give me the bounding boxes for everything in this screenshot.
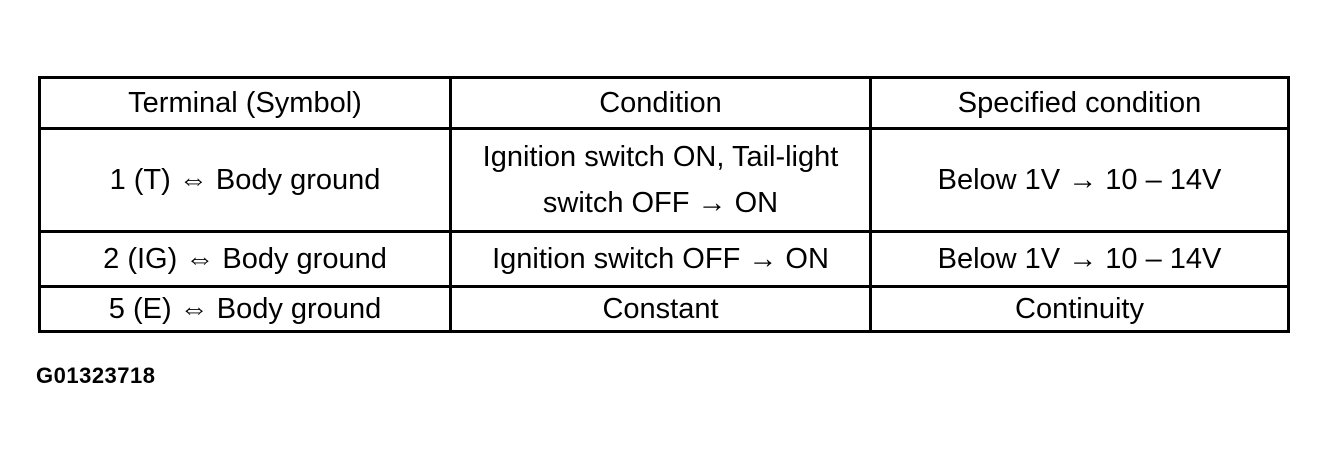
terminal-cell: 2 (IG) ⇔ Body ground [38, 230, 452, 288]
table-row: 1 (T) ⇔ Body ground Ignition switch ON, … [38, 127, 1290, 233]
condition-cell: Ignition switch OFF → ON [449, 230, 872, 288]
table-row: 5 (E) ⇔ Body ground Constant Continuity [38, 285, 1290, 333]
table-header-row: Terminal (Symbol) Condition Specified co… [38, 76, 1290, 130]
table-row: 2 (IG) ⇔ Body ground Ignition switch OFF… [38, 230, 1290, 288]
condition-text: Ignition switch ON, Tail-light switch OF… [482, 141, 839, 219]
terminal-cell: 5 (E) ⇔ Body ground [38, 285, 452, 333]
terminal-spec-table: Terminal (Symbol) Condition Specified co… [38, 76, 1290, 333]
specified-condition-cell: Continuity [869, 285, 1290, 333]
condition-cell: Ignition switch ON, Tail-light switch OF… [449, 127, 872, 233]
terminal-cell: 1 (T) ⇔ Body ground [38, 127, 452, 233]
condition-cell: Constant [449, 285, 872, 333]
specified-condition-cell: Below 1V → 10 – 14V [869, 127, 1290, 233]
specified-condition-cell: Below 1V → 10 – 14V [869, 230, 1290, 288]
figure-id: G01323718 [36, 363, 156, 388]
header-specified-condition: Specified condition [869, 76, 1290, 130]
header-condition: Condition [449, 76, 872, 130]
header-terminal-symbol: Terminal (Symbol) [38, 76, 452, 130]
